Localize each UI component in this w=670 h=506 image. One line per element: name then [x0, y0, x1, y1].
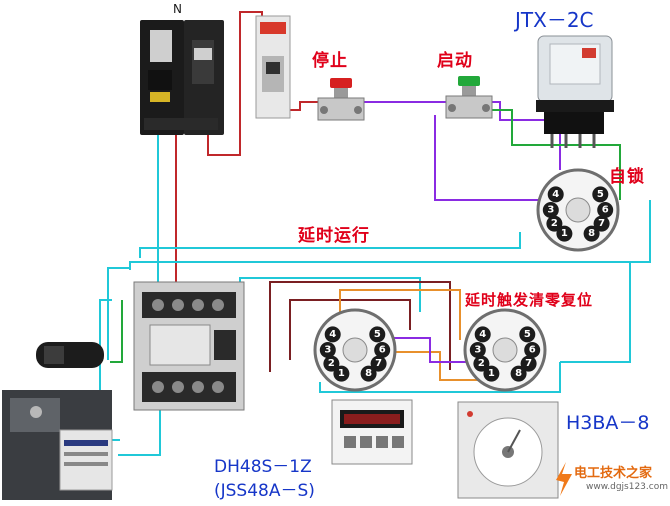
wire-purple-start-socket2 [492, 101, 561, 170]
socket-pin-number: 3 [547, 205, 554, 216]
watermark-logo [556, 462, 572, 496]
watermark-brand: 电工技术之家 [574, 466, 653, 481]
stop-button-label: 停止 [312, 51, 348, 71]
socket-pin [370, 355, 387, 372]
wire-cyan-bottom2 [319, 362, 561, 393]
counter-model-line2: (JSS48A－S) [214, 481, 315, 501]
socket-pin [520, 355, 537, 372]
socket-pin-number: 5 [374, 329, 381, 340]
socket-key [492, 337, 518, 363]
socket-pin [369, 326, 386, 343]
circuit-breaker [140, 20, 224, 135]
timer-model-label: H3BA－8 [566, 412, 650, 434]
socket-pin [556, 225, 573, 242]
socket-pin-number: 6 [529, 345, 536, 356]
socket-pin [524, 342, 541, 358]
wire-maroon-b [289, 299, 411, 360]
socket-pin [546, 215, 563, 232]
motor-capacitor [36, 342, 104, 368]
socket-key [342, 337, 368, 363]
wire-cyan-left [107, 267, 130, 360]
socket-pin-number: 4 [329, 329, 336, 340]
relay-jtx2c [536, 35, 614, 148]
socket-pin-number: 6 [379, 345, 386, 356]
socket-pin-number: 8 [515, 368, 522, 379]
socket-key [565, 197, 591, 223]
counter-relay-dh48s [331, 399, 413, 465]
wires [99, 11, 651, 456]
socket-pin [319, 342, 336, 358]
wire-cyan-delay-run [139, 232, 521, 258]
socket-pin [542, 202, 559, 218]
socket-pin [592, 186, 609, 203]
reset-label: 延时触发清零复位 [465, 291, 594, 309]
wire-red-breaker-switch [207, 11, 263, 156]
socket-pin [474, 326, 491, 343]
socket-pin [469, 342, 486, 358]
ac-contactor [133, 281, 245, 411]
socket-pin [483, 365, 500, 382]
socket-pin-number: 2 [478, 358, 485, 369]
socket-pin-number: 7 [375, 358, 382, 369]
socket-pin-number: 1 [561, 228, 568, 239]
wire-cyan-right2 [230, 277, 421, 312]
socket-pin [324, 326, 341, 343]
socket-pin-number: 8 [365, 368, 372, 379]
socket-pin-number: 2 [551, 218, 558, 229]
socket-pin [593, 215, 610, 232]
wire-cyan-motor [118, 405, 161, 456]
socket-pin [360, 365, 377, 382]
wire-purple-start-socket [434, 115, 540, 201]
socket-pin-number: 3 [324, 345, 331, 356]
socket-pin-number: 2 [328, 358, 335, 369]
socket-pin-number: 7 [525, 358, 532, 369]
leakage-switch [255, 15, 291, 119]
socket-pin [597, 202, 614, 218]
socket-pin [323, 355, 340, 372]
socket-pin-number: 5 [524, 329, 531, 340]
socket-pin-number: 4 [479, 329, 486, 340]
wire-cyan-right [560, 262, 631, 363]
start-button-label: 启动 [437, 51, 473, 71]
watermark-url: www.dgjs123.com [586, 482, 668, 492]
relay-label: JTX－2C [515, 8, 594, 32]
socket-pin-number: 6 [602, 205, 609, 216]
socket-pin-number: 3 [474, 345, 481, 356]
start-button-body [445, 76, 493, 119]
socket-pin [547, 186, 564, 203]
wire-cyan-top [129, 200, 651, 270]
wire-maroon-a [269, 281, 451, 372]
wire-red-switch-stop [286, 101, 322, 111]
socket-pin [374, 342, 391, 358]
wire-purple-bottom [385, 337, 470, 363]
counter-model-line1: DH48S－1Z [214, 457, 312, 477]
socket-pin-number: 1 [338, 368, 345, 379]
socket-self-lock: 12 3 4 5 6 78 [536, 168, 620, 252]
socket-pin-number: 4 [552, 189, 559, 200]
socket-pin [473, 355, 490, 372]
delay-run-label: 延时运行 [298, 226, 370, 246]
socket-pin [510, 365, 527, 382]
socket-pin [333, 365, 350, 382]
socket-pin-number: 1 [488, 368, 495, 379]
wire-orange-a [339, 289, 461, 340]
socket-counter: 12 3 4 5 6 78 [313, 308, 397, 392]
time-relay-h3ba8 [457, 401, 559, 499]
breaker-label: N [173, 2, 182, 16]
socket-pin [583, 225, 600, 242]
socket-pin [519, 326, 536, 343]
socket-pin-number: 8 [588, 228, 595, 239]
socket-pin-number: 7 [598, 218, 605, 229]
wire-green-motor [110, 300, 123, 363]
socket-timer: 12 3 4 5 6 78 [463, 308, 547, 392]
self-lock-label: 自锁 [609, 167, 645, 187]
gear-motor [2, 390, 113, 500]
stop-button-body [317, 78, 365, 121]
socket-pin-number: 5 [597, 189, 604, 200]
wire-green-start-socket [492, 109, 621, 200]
